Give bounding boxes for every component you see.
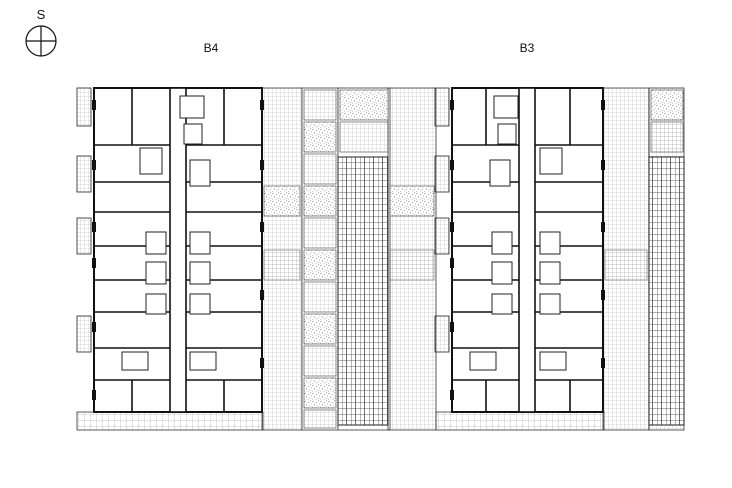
compass-icon	[25, 25, 57, 57]
building-block-b3	[450, 87, 605, 413]
balconies	[76, 87, 450, 353]
block-label-b3: B3	[520, 41, 535, 55]
compass-letter: S	[37, 7, 46, 22]
paving-tiles	[263, 89, 684, 429]
block-label-b4: B4	[204, 41, 219, 55]
building-block-b4	[92, 87, 264, 413]
